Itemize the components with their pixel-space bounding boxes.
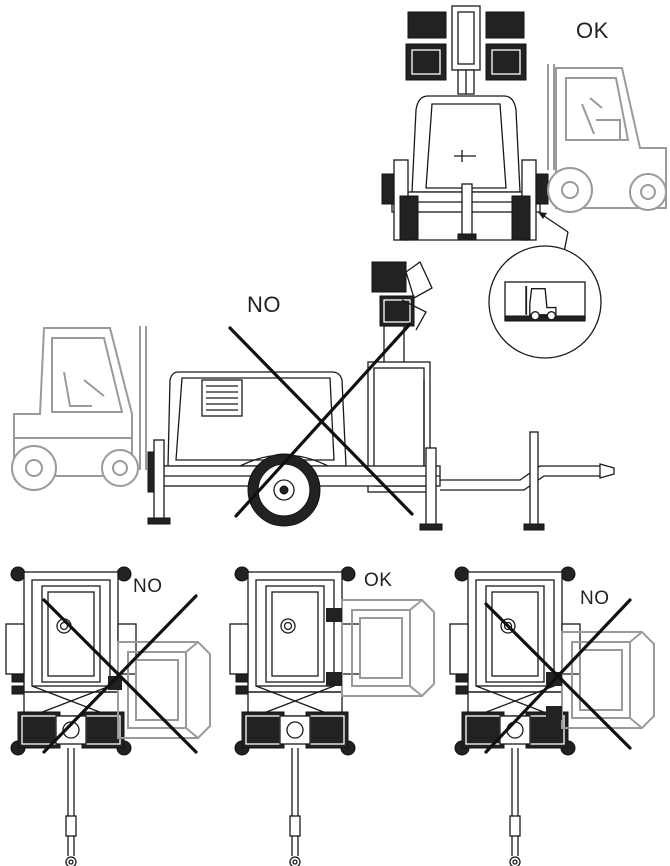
label-top-ok: OK <box>576 18 609 43</box>
bottom-right-cross <box>484 598 632 754</box>
top-view-left <box>5 566 137 866</box>
forklift-pocket-detail <box>488 245 602 359</box>
fork-contact-right-b <box>546 706 562 720</box>
forklift-side-no <box>11 326 147 491</box>
side-cross-mark <box>228 322 414 518</box>
fork-pocket-ok-a <box>326 608 342 622</box>
forklift-pocket-icon <box>525 286 557 321</box>
fork-contact-left <box>108 676 122 690</box>
label-side-no: NO <box>247 292 281 317</box>
label-bottom-right-no: NO <box>580 588 610 609</box>
tower-front-view <box>381 5 549 241</box>
fork-pocket-ok-b <box>326 672 342 686</box>
forklift-top-ok <box>547 64 667 213</box>
label-bottom-left-no: NO <box>133 576 163 597</box>
label-bottom-mid-ok: OK <box>364 570 393 591</box>
bottom-left-cross <box>42 594 198 754</box>
